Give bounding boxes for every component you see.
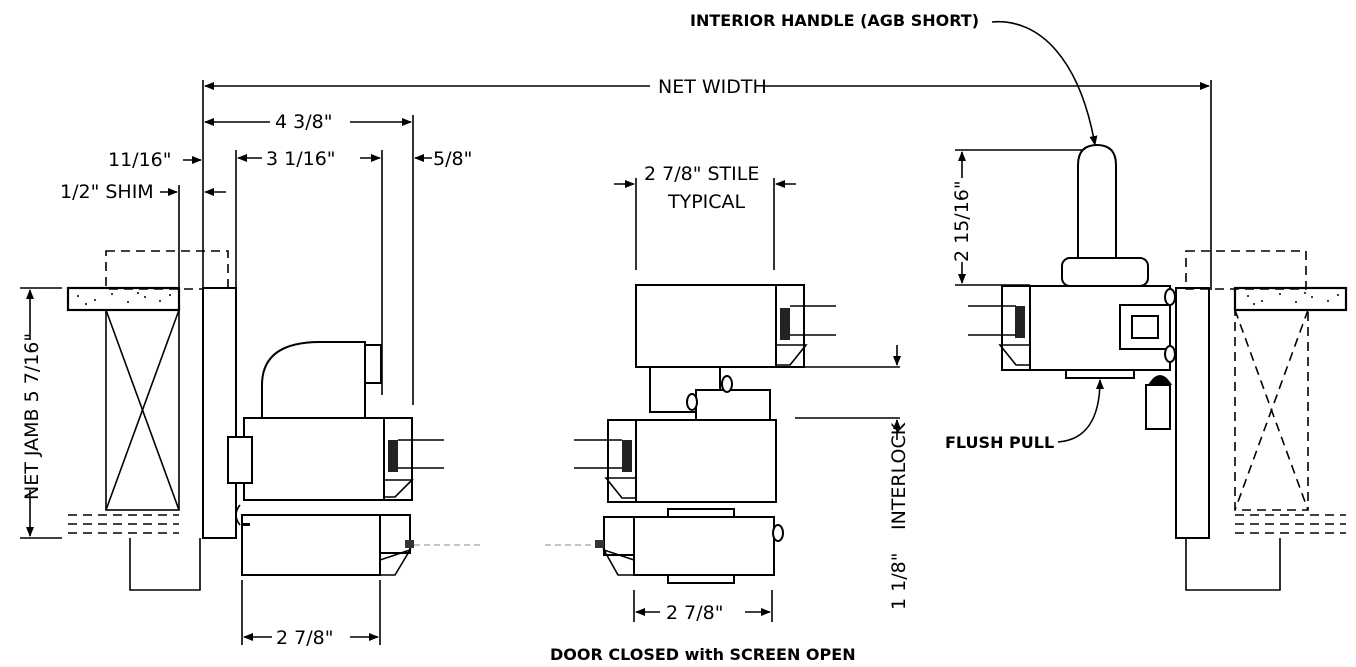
dim-2-15-16-label: 2 15/16": [951, 180, 973, 262]
dim-net-jamb: NET JAMB 5 7/16": [20, 287, 62, 539]
dim-shim-label: 1/2" SHIM: [60, 181, 154, 203]
interior-handle-leader: [991, 21, 1098, 146]
dim-3-1-16-label: 3 1/16": [266, 148, 336, 170]
dim-center-2-7-8: 2 7/8": [633, 590, 773, 624]
dim-11-16-label: 11/16": [108, 149, 172, 171]
net-jamb-label: NET JAMB 5 7/16": [21, 333, 43, 500]
right-stud-x: [1234, 309, 1309, 511]
dim-shim: 1/2" SHIM: [60, 181, 226, 290]
right-stucco-stipple: [1247, 292, 1339, 305]
left-stud-x: [105, 309, 180, 511]
stile-label-line1: 2 7/8" STILE: [644, 163, 759, 185]
dim-5-8: 5/8": [414, 148, 472, 170]
right-panel-assembly: [968, 285, 1176, 430]
dim-2-15-16: 2 15/16": [951, 149, 1085, 286]
interlock-dim-label: 1 1/8": [888, 553, 910, 610]
dim-5-8-label: 5/8": [433, 148, 472, 170]
net-width-dimension: NET WIDTH: [202, 76, 1212, 290]
dim-4-3-8: 4 3/8": [204, 111, 414, 405]
center-panel-assembly: [545, 284, 836, 584]
left-panel-assembly: [227, 341, 480, 576]
dim-center-2-7-8-label: 2 7/8": [666, 602, 723, 624]
interior-handle-label: INTERIOR HANDLE (AGB SHORT): [690, 11, 979, 30]
dim-4-3-8-label: 4 3/8": [275, 111, 332, 133]
right-jamb: [1175, 250, 1348, 591]
left-jamb: [66, 250, 237, 591]
right-handle: [1061, 143, 1149, 287]
left-stucco-stipple: [77, 292, 171, 305]
dim-stile: 2 7/8" STILE TYPICAL: [614, 163, 796, 270]
drawing-caption: DOOR CLOSED with SCREEN OPEN: [550, 645, 856, 664]
flush-pull-label: FLUSH PULL: [945, 433, 1054, 452]
dim-11-16: 11/16": [108, 149, 202, 171]
dim-left-2-7-8: 2 7/8": [241, 580, 381, 649]
interlock-label: INTERLOCK: [888, 422, 910, 530]
dim-interlock: INTERLOCK 1 1/8": [888, 419, 910, 610]
dim-left-2-7-8-label: 2 7/8": [276, 627, 333, 649]
net-width-label: NET WIDTH: [658, 76, 767, 98]
flush-pull-leader: [1057, 379, 1104, 443]
stile-label-line2: TYPICAL: [667, 191, 746, 213]
